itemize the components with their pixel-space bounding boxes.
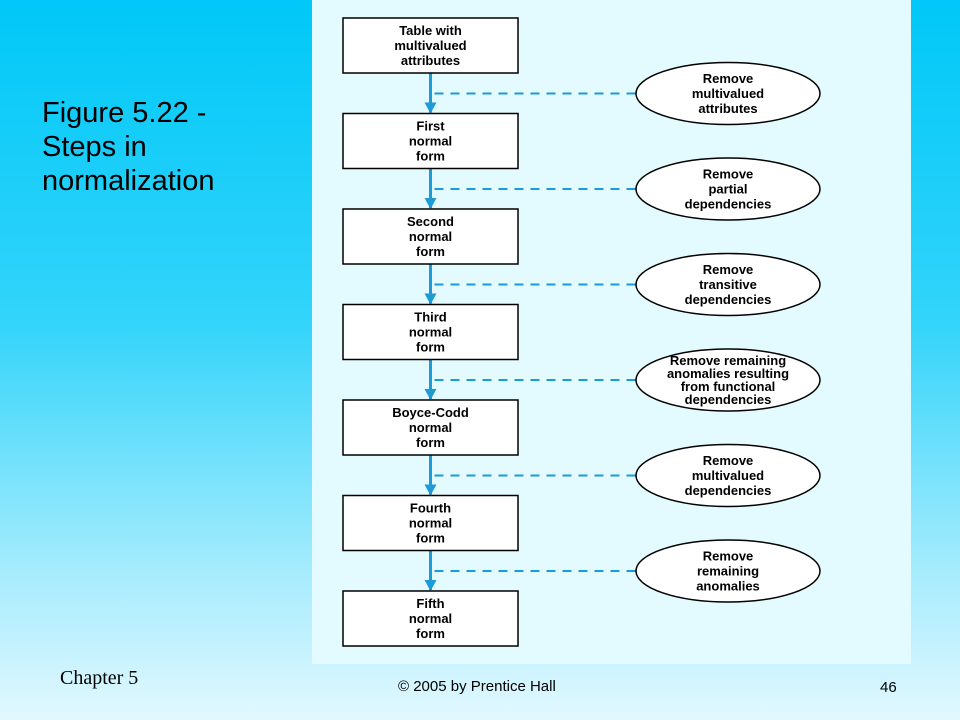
step-label: form xyxy=(416,340,445,355)
action-label: Remove xyxy=(703,549,754,564)
action-label: attributes xyxy=(698,101,757,116)
action-label: anomalies resulting xyxy=(667,366,789,381)
step-label: form xyxy=(416,244,445,259)
step-box xyxy=(342,112,519,170)
step-label: normal xyxy=(409,516,452,531)
slide-title: Figure 5.22 - Steps in normalization xyxy=(42,96,302,198)
action-ellipse xyxy=(635,61,821,126)
step-label: Table with xyxy=(399,23,462,38)
action-ellipse xyxy=(635,348,821,412)
action-ellipse xyxy=(635,252,821,317)
title-line: normalization xyxy=(42,165,215,197)
step-label: Fourth xyxy=(410,501,451,516)
action-label: remaining xyxy=(697,564,759,579)
action-label: Remove xyxy=(703,71,754,86)
step-label: form xyxy=(416,149,445,164)
copyright-text: © 2005 by Prentice Hall xyxy=(398,678,556,695)
action-label: dependencies xyxy=(685,292,772,307)
title-line: Steps in xyxy=(42,131,147,163)
step-label: normal xyxy=(409,611,452,626)
step-label: First xyxy=(416,119,445,134)
action-label: dependencies xyxy=(685,483,772,498)
action-label: transitive xyxy=(699,277,757,292)
step-label: normal xyxy=(409,420,452,435)
step-label: Boyce-Codd xyxy=(392,405,469,420)
step-label: form xyxy=(416,435,445,450)
action-ellipse xyxy=(635,443,821,508)
action-label: multivalued xyxy=(692,86,764,101)
step-box xyxy=(342,399,519,456)
step-label: Third xyxy=(414,310,447,325)
page-number: 46 xyxy=(880,679,897,696)
title-line: Figure 5.22 - xyxy=(42,97,207,129)
action-label: from functional xyxy=(681,379,776,394)
step-label: attributes xyxy=(401,53,460,68)
action-ellipse xyxy=(635,157,821,221)
step-label: normal xyxy=(409,229,452,244)
action-label: Remove xyxy=(703,262,754,277)
action-label: multivalued xyxy=(692,468,764,483)
step-label: normal xyxy=(409,325,452,340)
action-label: anomalies xyxy=(696,579,760,594)
step-box xyxy=(342,494,519,552)
action-label: partial xyxy=(708,182,747,197)
action-label: dependencies xyxy=(685,197,772,212)
action-label: Remove xyxy=(703,453,754,468)
step-box xyxy=(342,590,519,647)
step-label: multivalued xyxy=(394,38,466,53)
step-label: normal xyxy=(409,134,452,149)
step-box xyxy=(342,303,519,361)
step-label: Fifth xyxy=(416,596,444,611)
chapter-label: Chapter 5 xyxy=(60,667,139,689)
step-box xyxy=(342,208,519,265)
action-label: Remove xyxy=(703,167,754,182)
step-label: form xyxy=(416,626,445,641)
step-label: form xyxy=(416,531,445,546)
action-label: dependencies xyxy=(685,392,772,407)
action-ellipse xyxy=(635,539,821,603)
step-box xyxy=(342,17,519,74)
step-label: Second xyxy=(407,214,454,229)
action-label: Remove remaining xyxy=(670,353,786,368)
